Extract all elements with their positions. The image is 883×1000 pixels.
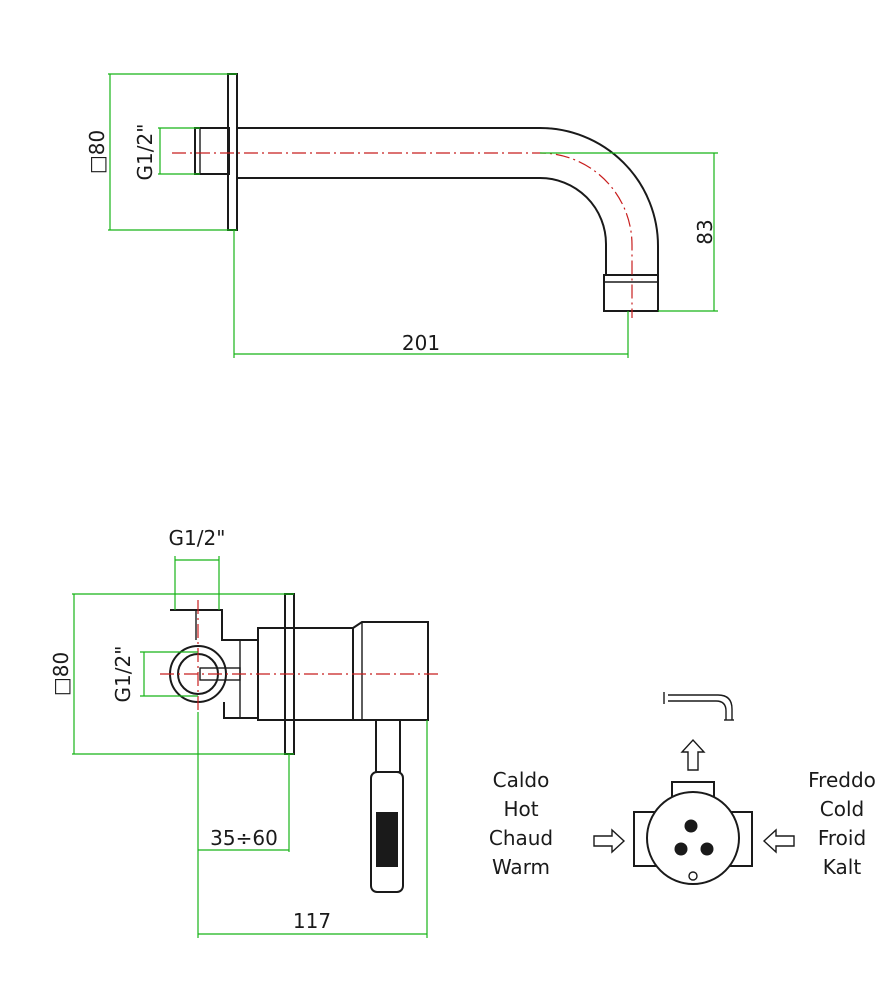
dim-plate-top: □80	[85, 130, 109, 174]
hot-label-de: Warm	[492, 855, 550, 879]
spout-arm-inner	[237, 177, 607, 275]
hot-label-fr: Chaud	[489, 826, 553, 850]
top-view-dimensions: □80 G1/2" 83 201	[85, 73, 718, 358]
inlet-nipple	[194, 127, 230, 175]
hot-label-it: Caldo	[493, 768, 550, 792]
cold-label-de: Kalt	[823, 855, 862, 879]
top-view-spout	[172, 73, 659, 318]
dim-plate-bottom: □80	[49, 652, 73, 696]
arrow-right-icon	[593, 828, 626, 854]
bottom-view-mixer	[160, 593, 440, 893]
bottom-view-dimensions: G1/2" G1/2" □80 35÷60 117	[49, 526, 428, 938]
lever-neck	[375, 719, 401, 773]
dim-height: 83	[693, 219, 717, 244]
spout-pictogram	[668, 694, 733, 720]
spout-centerline	[172, 152, 633, 318]
mixer-cap	[352, 621, 429, 721]
dim-depth: 117	[293, 909, 331, 933]
lever-grip	[370, 771, 404, 893]
port-left	[674, 842, 688, 856]
aerator-tip	[603, 274, 659, 312]
hot-label-en: Hot	[503, 797, 538, 821]
knurled-grip	[376, 812, 398, 867]
dim-wall-range: 35÷60	[210, 826, 278, 850]
dim-thread-bottom-top: G1/2"	[169, 526, 226, 550]
spout-arm-outer	[237, 127, 659, 275]
arrow-left-icon	[762, 828, 795, 854]
dim-thread-top: G1/2"	[133, 124, 157, 181]
dim-thread-bottom-side: G1/2"	[111, 646, 135, 703]
dim-width: 201	[402, 331, 440, 355]
cold-label-it: Freddo	[808, 768, 876, 792]
embedded-body	[170, 609, 259, 719]
flow-legend: Caldo Hot Chaud Warm Freddo Cold Froid K…	[489, 692, 876, 885]
valve-disc	[646, 791, 740, 885]
port-right	[700, 842, 714, 856]
arrow-up-icon	[680, 738, 706, 771]
cold-label-en: Cold	[820, 797, 864, 821]
port-top	[684, 819, 698, 833]
cold-label-fr: Froid	[818, 826, 866, 850]
